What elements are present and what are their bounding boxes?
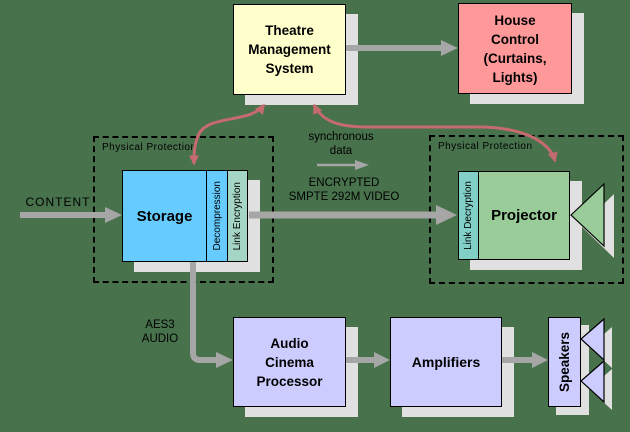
speakers-box: Speakers	[548, 317, 581, 407]
enc-line: ENCRYPTED	[308, 177, 380, 189]
link-decryption-label: Link Decryption	[463, 181, 474, 250]
aes-line: AES3	[145, 319, 175, 331]
speakers-label: Speakers	[557, 331, 572, 393]
tms-label-line: Management	[248, 42, 331, 57]
tms-label-line: Theatre	[265, 23, 314, 38]
projector-box: Projector	[478, 171, 570, 260]
storage-label: Storage	[136, 207, 193, 225]
link-encryption-box: Link Encryption	[227, 170, 248, 262]
projector-group: Link Decryption Projector	[458, 171, 570, 260]
aes3-audio-label: AES3 AUDIO	[130, 318, 190, 346]
house-control-box: House Control (Curtains, Lights)	[458, 3, 572, 94]
sync-line: data	[329, 145, 353, 157]
amplifiers-box: Amplifiers	[390, 317, 502, 407]
audio-cinema-processor-box: Audio Cinema Processor	[233, 317, 346, 407]
enc-line: SMPTE 292M VIDEO	[288, 191, 400, 203]
aes-line: AUDIO	[141, 333, 179, 345]
arrow-tms-to-house	[346, 40, 458, 56]
projector-label: Projector	[491, 207, 557, 224]
house-label-line: Control	[491, 31, 539, 47]
link-decryption-box: Link Decryption	[458, 171, 479, 260]
arrow-storage-to-projector	[249, 205, 457, 225]
decompression-label: Decompression	[211, 181, 223, 251]
house-label-line: Lights)	[492, 69, 538, 85]
house-label-line: House	[494, 12, 536, 28]
encrypted-video-label: ENCRYPTED SMPTE 292M VIDEO	[277, 176, 411, 204]
sync-line: synchronous	[308, 131, 374, 143]
link-encryption-label: Link Encryption	[232, 181, 243, 251]
arrow-synchronous-data	[317, 160, 369, 170]
synchronous-data-label: synchronous data	[296, 130, 386, 158]
zone-label: Physical Protection	[438, 141, 533, 152]
storage-box: Storage	[122, 170, 207, 262]
zone-label: Physical Protection	[102, 142, 197, 153]
acp-label-line: Cinema	[265, 354, 314, 370]
acp-label-line: Processor	[256, 373, 323, 389]
house-label-line: (Curtains,	[483, 50, 547, 66]
physical-protection-zone-left: Physical Protection	[93, 136, 274, 283]
theatre-management-system-box: Theatre Management System	[233, 4, 346, 95]
content-label: CONTENT	[25, 195, 91, 209]
storage-group: Storage Decompression Link Encryption	[122, 170, 248, 262]
amplifiers-label: Amplifiers	[411, 354, 481, 370]
acp-label-line: Audio	[270, 335, 309, 351]
decompression-box: Decompression	[206, 170, 228, 262]
tms-label-line: System	[265, 61, 314, 76]
